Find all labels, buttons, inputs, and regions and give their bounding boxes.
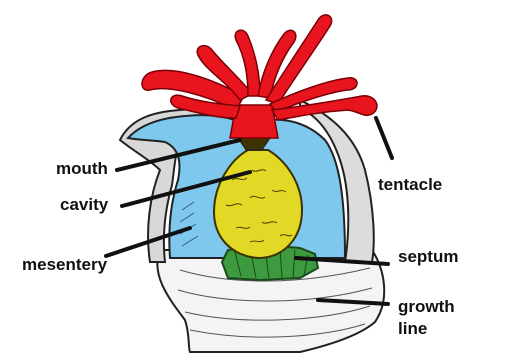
label-mouth: mouth <box>56 159 108 178</box>
label-line: line <box>398 319 427 338</box>
label-cavity: cavity <box>60 195 109 214</box>
label-tentacle: tentacle <box>378 175 442 194</box>
label-mesentery: mesentery <box>22 255 108 274</box>
label-growth: growth <box>398 297 455 316</box>
label-septum: septum <box>398 247 458 266</box>
